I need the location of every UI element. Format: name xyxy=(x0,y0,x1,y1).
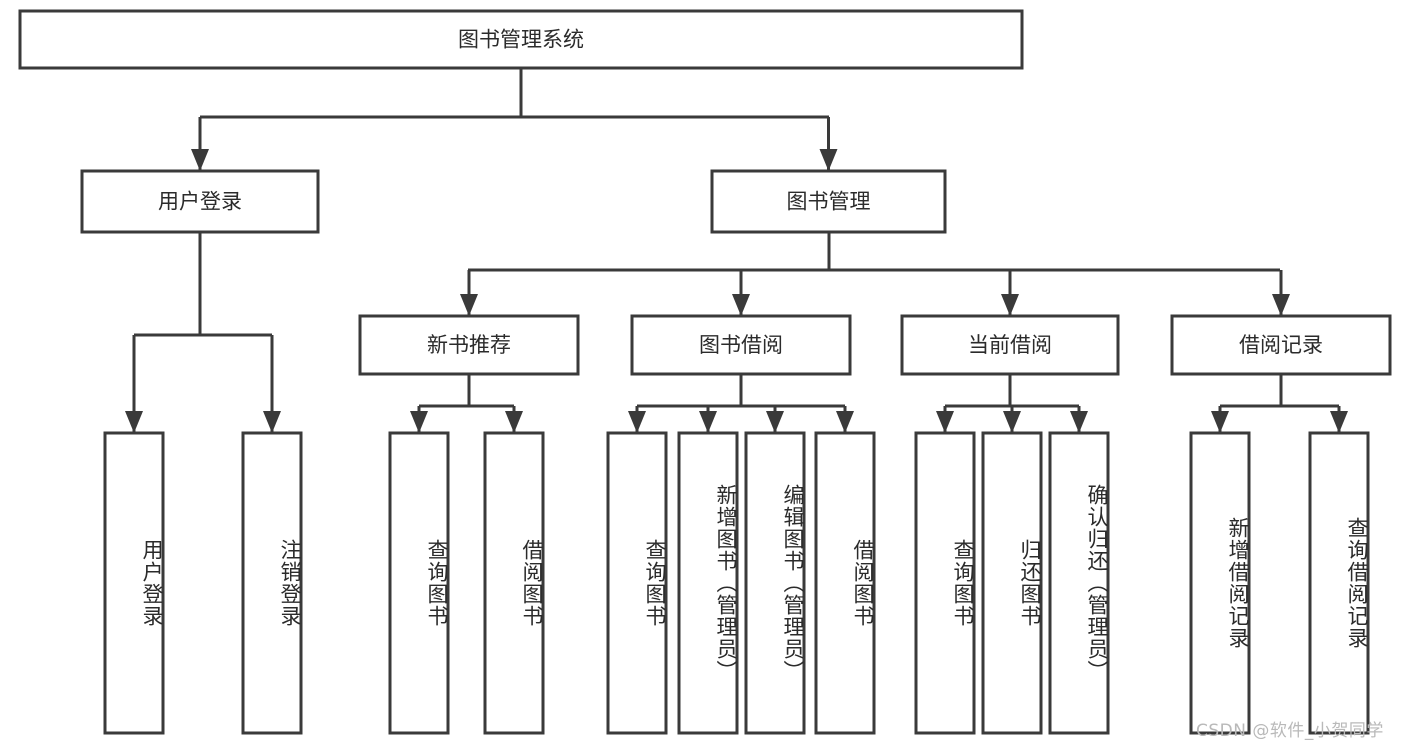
user-login-arrow-1 xyxy=(263,411,281,433)
node-box-leaf-query-book-3[interactable] xyxy=(914,431,976,735)
book-borrow-arrow-1 xyxy=(699,411,717,433)
node-label-root: 图书管理系统 xyxy=(458,28,584,52)
borrow-record-arrow-0 xyxy=(1211,411,1229,433)
node-box-book-manage[interactable] xyxy=(710,169,947,234)
book-manage-arrow-2 xyxy=(1001,294,1019,316)
node-box-leaf-add-record[interactable] xyxy=(1189,431,1251,735)
borrow-record-arrow-1 xyxy=(1330,411,1348,433)
csdn-watermark: CSDN @软件_小贺同学 xyxy=(1196,721,1384,741)
root-arrow-0 xyxy=(191,149,209,171)
node-box-leaf-confirm-return[interactable] xyxy=(1048,431,1110,735)
new-book-recommend-arrow-1 xyxy=(505,411,523,433)
node-label-new-book-recommend: 新书推荐 xyxy=(427,333,511,357)
node-box-leaf-query-record[interactable] xyxy=(1308,431,1370,735)
node-box-leaf-query-book-2[interactable] xyxy=(606,431,668,735)
node-label-user-login: 用户登录 xyxy=(158,190,242,214)
node-box-borrow-record[interactable] xyxy=(1170,314,1392,376)
node-box-leaf-edit-book[interactable] xyxy=(744,431,806,735)
node-box-leaf-query-book-1[interactable] xyxy=(388,431,450,735)
node-box-new-book-recommend[interactable] xyxy=(358,314,580,376)
node-label-book-borrow: 图书借阅 xyxy=(699,333,783,357)
node-box-leaf-borrow-book-2[interactable] xyxy=(814,431,876,735)
book-manage-arrow-3 xyxy=(1272,294,1290,316)
node-box-leaf-user-login[interactable] xyxy=(103,431,165,735)
current-borrow-arrow-2 xyxy=(1070,411,1088,433)
new-book-recommend-arrow-0 xyxy=(410,411,428,433)
node-box-user-login[interactable] xyxy=(80,169,320,234)
connector-layer xyxy=(125,68,1348,433)
book-manage-arrow-0 xyxy=(460,294,478,316)
current-borrow-arrow-0 xyxy=(936,411,954,433)
book-borrow-arrow-2 xyxy=(766,411,784,433)
current-borrow-arrow-1 xyxy=(1003,411,1021,433)
node-label-borrow-record: 借阅记录 xyxy=(1239,333,1323,357)
root-arrow-1 xyxy=(819,149,838,171)
book-manage-arrow-1 xyxy=(732,294,750,316)
node-label-book-manage: 图书管理 xyxy=(787,190,871,214)
node-box-leaf-return-book[interactable] xyxy=(981,431,1043,735)
node-label-current-borrow: 当前借阅 xyxy=(968,333,1052,357)
node-box-leaf-borrow-book-1[interactable] xyxy=(483,431,545,735)
node-box-book-borrow[interactable] xyxy=(630,314,852,376)
node-box-root[interactable] xyxy=(18,9,1024,70)
node-box-leaf-logout[interactable] xyxy=(241,431,303,735)
node-box-current-borrow[interactable] xyxy=(900,314,1120,376)
user-login-arrow-0 xyxy=(125,411,143,433)
book-borrow-arrow-3 xyxy=(836,411,854,433)
node-box-leaf-add-book[interactable] xyxy=(677,431,739,735)
node-box-layer xyxy=(18,9,1392,735)
book-borrow-arrow-0 xyxy=(628,411,646,433)
